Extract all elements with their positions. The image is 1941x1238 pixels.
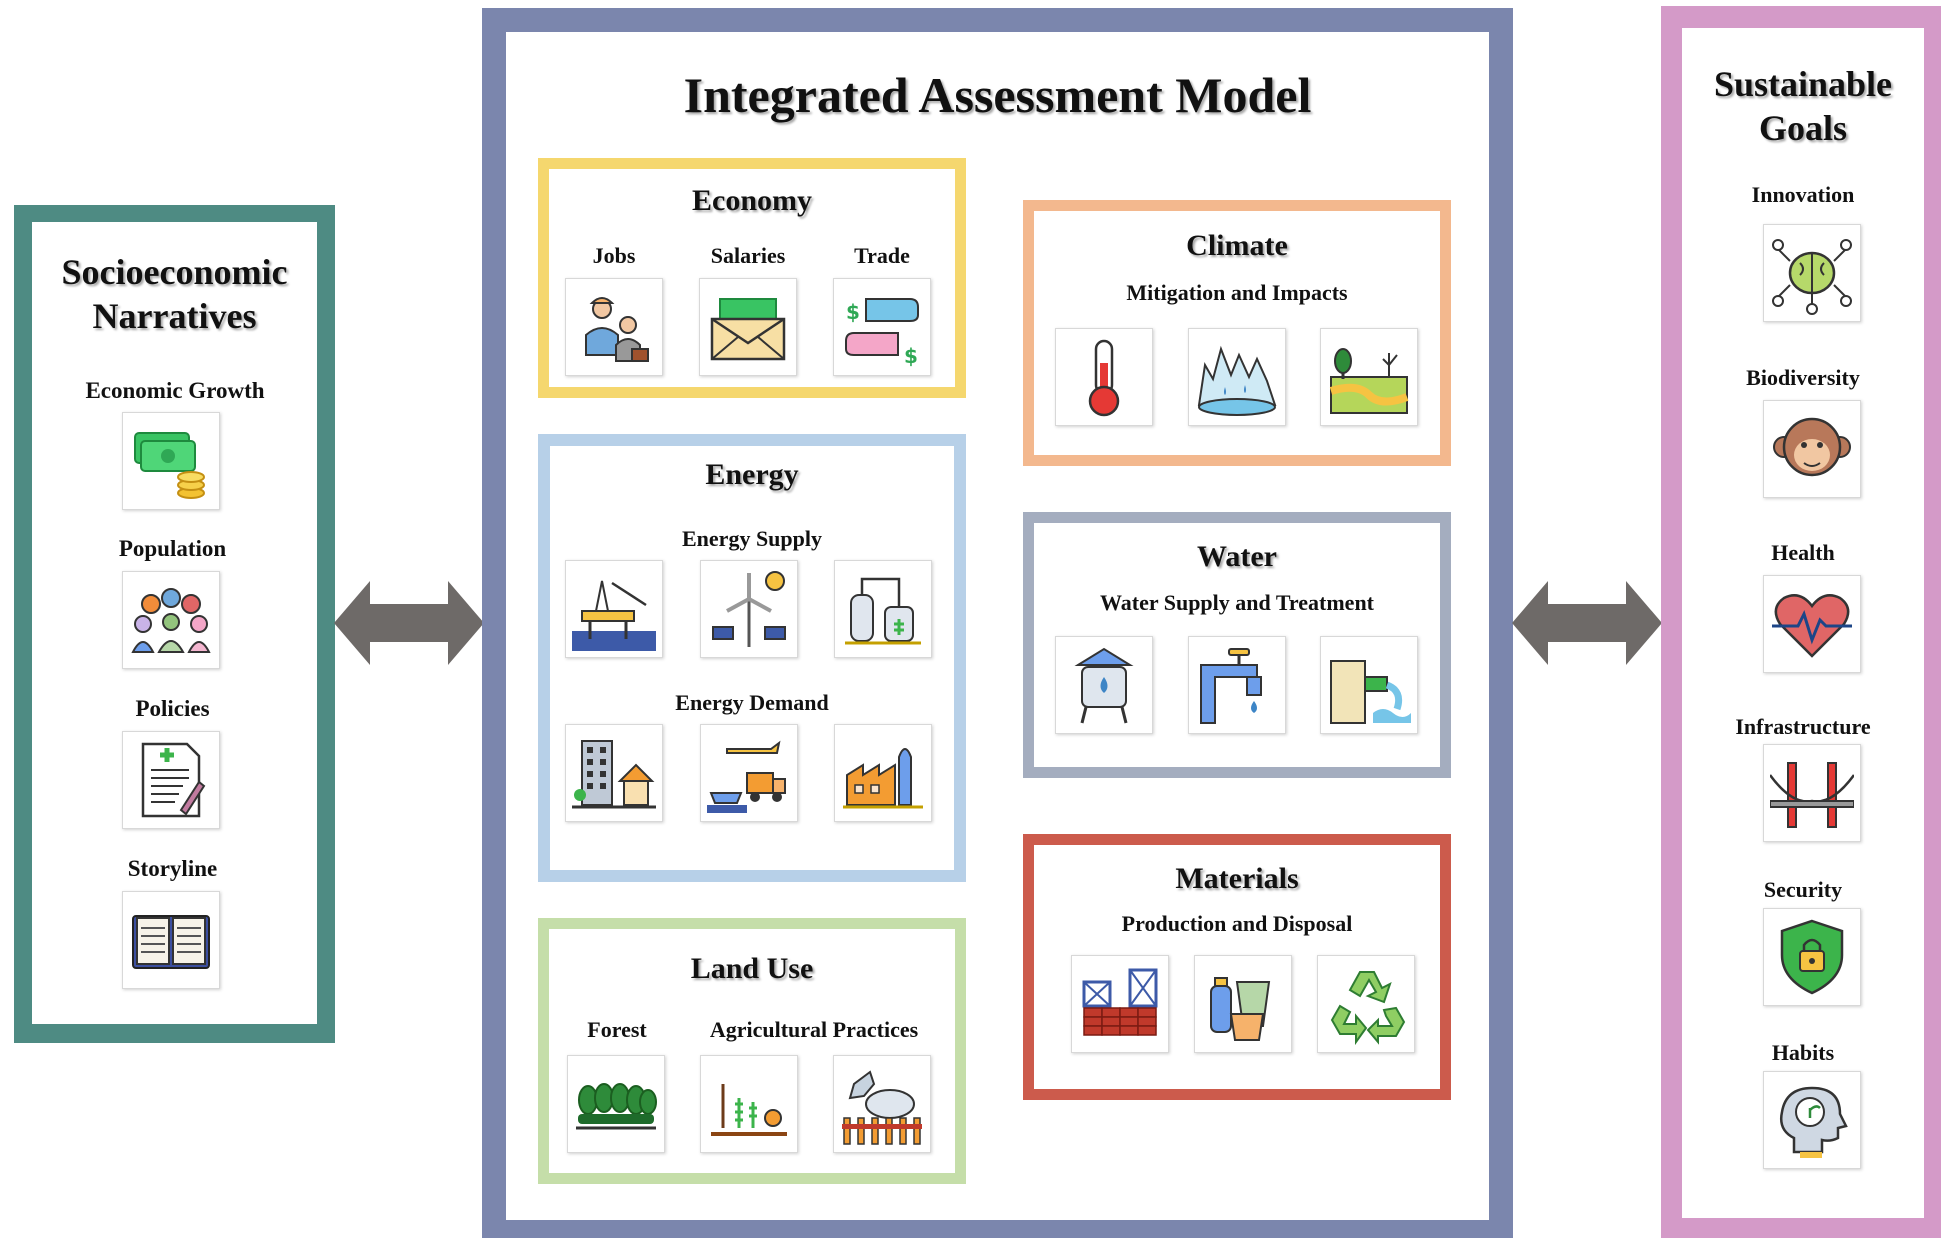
- trade-hands-icon: $ $: [845, 298, 919, 368]
- socioeconomic-title: Socioeconomic Narratives: [61, 252, 288, 336]
- wastewater-pipe-icon: [1330, 660, 1411, 724]
- energy-demand-label: Energy Demand: [675, 690, 829, 715]
- wind-solar-icon: [712, 571, 786, 647]
- head-mind-icon: [1780, 1086, 1848, 1158]
- svg-text:$: $: [904, 344, 918, 368]
- energy-demand-tile-2: [700, 724, 798, 822]
- monkey-face-icon: [1773, 417, 1851, 477]
- water-subtitle: Water Supply and Treatment: [1099, 590, 1375, 615]
- factory-icon: [843, 748, 923, 809]
- svg-text:$: $: [846, 300, 860, 324]
- faucet-icon: [1200, 648, 1262, 724]
- energy-demand-tile-3: [834, 724, 932, 822]
- item-label-storyline: Storyline: [127, 856, 218, 881]
- materials-title: Materials: [1175, 862, 1299, 895]
- energy-demand-tile-1: [565, 724, 663, 822]
- water-tile-3: [1320, 636, 1418, 734]
- crops-icon: [711, 1084, 787, 1136]
- city-buildings-icon: [572, 740, 656, 809]
- salary-envelope-icon: [710, 298, 786, 361]
- trade-tile: $ $: [833, 278, 931, 376]
- jobs-label: Jobs: [592, 243, 636, 268]
- economy-title: Economy: [692, 184, 812, 217]
- materials-tile-3: [1317, 955, 1415, 1053]
- water-tile-1: [1055, 636, 1153, 734]
- goal-label-innovation: Innovation: [1751, 182, 1855, 207]
- left-double-arrow: [334, 581, 484, 665]
- water-title: Water: [1197, 540, 1277, 573]
- energy-supply-tile-1: [565, 560, 663, 658]
- land-use-title: Land Use: [690, 952, 814, 985]
- goal-label-infrastructure: Infrastructure: [1735, 714, 1871, 739]
- energy-supply-tile-3: [834, 560, 932, 658]
- transport-icon: [707, 740, 786, 813]
- innovation-tile: [1763, 224, 1861, 322]
- goal-label-health: Health: [1771, 540, 1835, 565]
- storyline-tile: [122, 891, 220, 989]
- crops-tile: [700, 1055, 798, 1153]
- security-tile: [1763, 908, 1861, 1006]
- construction-bricks-icon: [1082, 968, 1158, 1036]
- climate-tile-1: [1055, 328, 1153, 426]
- item-label-population: Population: [118, 536, 227, 561]
- economic-growth-tile: [122, 412, 220, 510]
- energy-supply-label: Energy Supply: [682, 526, 822, 551]
- iam-title: Integrated Assessment Model: [683, 67, 1312, 123]
- goal-label-security: Security: [1763, 877, 1843, 902]
- livestock-icon: [842, 1070, 922, 1145]
- money-coins-icon: [134, 432, 205, 499]
- sustainable-goals-title: Sustainable Goals: [1713, 64, 1893, 148]
- agricultural-practices-label: Agricultural Practices: [709, 1017, 919, 1042]
- forest-tile: [567, 1055, 665, 1153]
- forest-label: Forest: [587, 1017, 647, 1042]
- goal-label-biodiversity: Biodiversity: [1746, 365, 1860, 390]
- item-label-policies: Policies: [135, 696, 210, 721]
- melting-ice-icon: [1197, 345, 1277, 416]
- jobs-tile: [565, 278, 663, 376]
- salaries-label: Salaries: [710, 243, 786, 268]
- energy-title: Energy: [705, 458, 799, 491]
- item-label-economic-growth: Economic Growth: [85, 378, 265, 403]
- workers-icon: [585, 297, 649, 362]
- forest-trees-icon: [576, 1083, 657, 1130]
- salaries-tile: [699, 278, 797, 376]
- health-tile: [1763, 575, 1861, 673]
- climate-subtitle: Mitigation and Impacts: [1126, 280, 1348, 305]
- plastic-products-icon: [1210, 977, 1271, 1041]
- thermometer-icon: [1088, 339, 1120, 417]
- climate-title: Climate: [1186, 229, 1288, 262]
- population-tile: [122, 571, 220, 669]
- infrastructure-tile: [1763, 744, 1861, 842]
- bridge-icon: [1770, 762, 1854, 828]
- water-tank-icon: [1074, 647, 1134, 724]
- materials-tile-1: [1071, 955, 1169, 1053]
- trade-label: Trade: [854, 243, 910, 268]
- energy-supply-tile-2: [700, 560, 798, 658]
- goal-label-habits: Habits: [1771, 1040, 1835, 1065]
- climate-tile-2: [1188, 328, 1286, 426]
- livestock-tile: [833, 1055, 931, 1153]
- people-group-icon: [131, 588, 211, 653]
- oil-platform-icon: [572, 580, 656, 651]
- climate-tile-3: [1320, 328, 1418, 426]
- biodiversity-tile: [1763, 400, 1861, 498]
- materials-tile-2: [1194, 955, 1292, 1053]
- water-tile-2: [1188, 636, 1286, 734]
- policies-tile: [122, 731, 220, 829]
- policy-document-icon: [141, 742, 206, 818]
- habits-tile: [1763, 1071, 1861, 1169]
- refinery-icon: [845, 577, 921, 645]
- open-book-icon: [132, 915, 210, 969]
- brain-network-icon: [1772, 239, 1852, 315]
- shield-lock-icon: [1780, 919, 1844, 995]
- drought-land-icon: [1329, 348, 1409, 414]
- right-double-arrow: [1512, 581, 1662, 665]
- recycle-icon: [1330, 971, 1406, 1046]
- heart-pulse-icon: [1772, 594, 1852, 658]
- materials-subtitle: Production and Disposal: [1121, 911, 1353, 936]
